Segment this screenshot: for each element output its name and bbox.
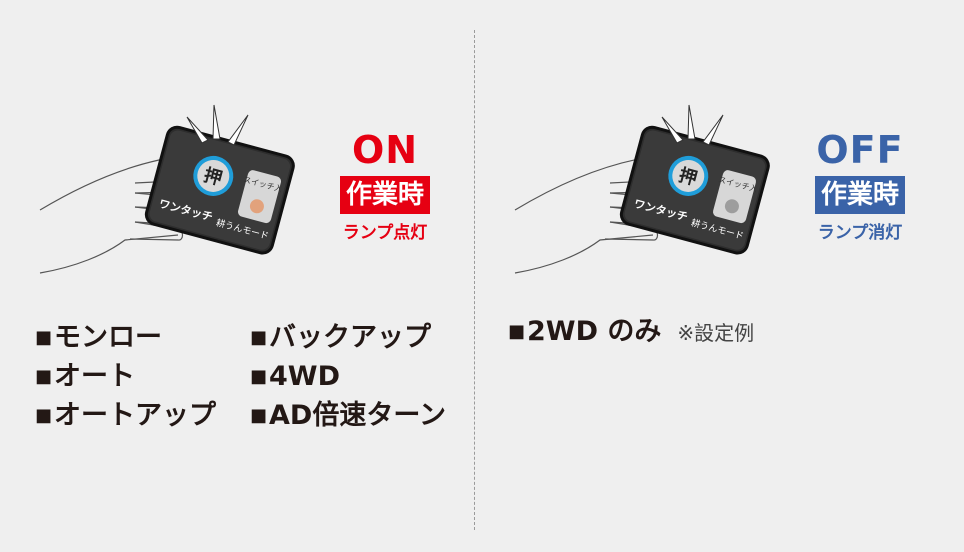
on-state: ON 作業時 ランプ点灯 xyxy=(325,130,445,243)
list-item: ■バックアップ xyxy=(250,322,432,353)
mode-list-left-col2: ■バックアップ ■4WD ■AD倍速ターン xyxy=(250,318,446,435)
lamp-text: ランプ消灯 xyxy=(817,223,903,243)
list-item: ■オート xyxy=(35,361,136,392)
mode-label: 作業時 xyxy=(339,176,430,214)
list-item: ■モンロー xyxy=(35,322,163,353)
mode-list-right: ■2WD のみ※設定例 xyxy=(508,312,754,353)
center-divider xyxy=(474,30,475,530)
lamp-text: ランプ点灯 xyxy=(342,223,428,243)
mode-label: 作業時 xyxy=(814,176,905,214)
state-title: OFF xyxy=(816,128,904,172)
state-title: ON xyxy=(351,128,419,172)
off-state: OFF 作業時 ランプ消灯 xyxy=(800,130,920,243)
list-item: ■4WD xyxy=(250,361,340,392)
mode-list-left-col1: ■モンロー ■オート ■オートアップ xyxy=(35,318,216,435)
push-char: 押 xyxy=(676,164,699,190)
list-item: ■AD倍速ターン xyxy=(250,400,446,431)
switch-on-illustration: スイッチ入 押 ワンタッチ 耕うんモード xyxy=(39,104,295,274)
list-item: ■オートアップ xyxy=(35,400,217,431)
switch-off-illustration: スイッチ入 押 ワンタッチ 耕うんモード xyxy=(514,104,770,274)
push-char: 押 xyxy=(201,164,224,190)
list-item: ■2WD のみ※設定例 xyxy=(508,316,755,347)
setting-note: ※設定例 xyxy=(677,321,755,345)
